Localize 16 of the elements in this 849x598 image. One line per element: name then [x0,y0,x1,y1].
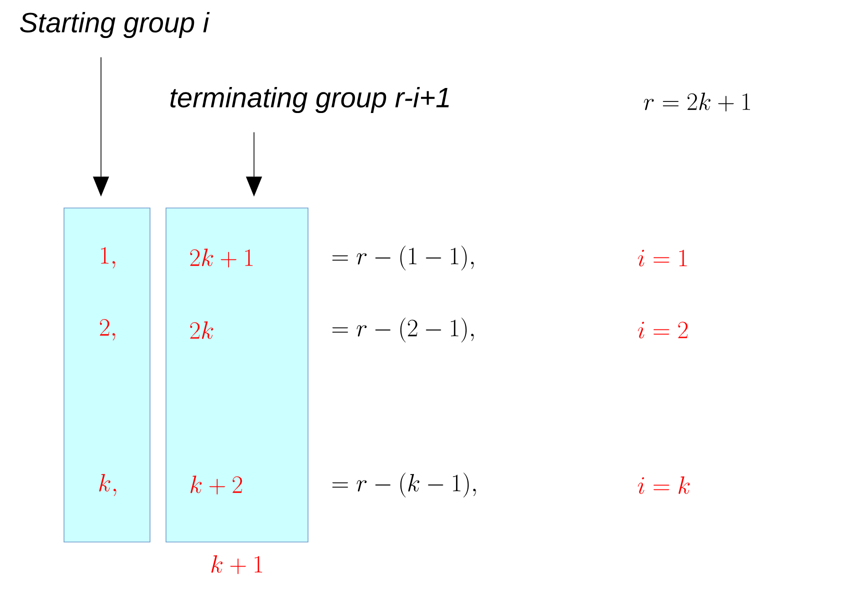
group-entry: $2,$ [100,319,116,340]
heading-text: terminating group r-i+1 [170,86,449,114]
equation: $= r-(k-1),$ [332,472,476,498]
group-entry: $1,$ [101,247,116,268]
index-value: $i = 1$ [638,250,687,266]
equation: $= r-(2-1),$ [332,318,474,342]
index-value: $i = 2$ [638,322,688,338]
group-entry: $k,$ [99,474,116,496]
group-entry: $k+2$ [190,476,242,494]
group-size: $k+1$ [211,555,262,574]
equation: $= r-(1-1),$ [332,246,474,270]
heading-text: Starting group i [20,12,210,38]
index-value: $i = k$ [638,476,690,494]
group-entry: $2k+1$ [190,248,253,268]
group-entry: $2k$ [190,321,214,339]
formula: $r = 2k+1$ [644,92,750,112]
